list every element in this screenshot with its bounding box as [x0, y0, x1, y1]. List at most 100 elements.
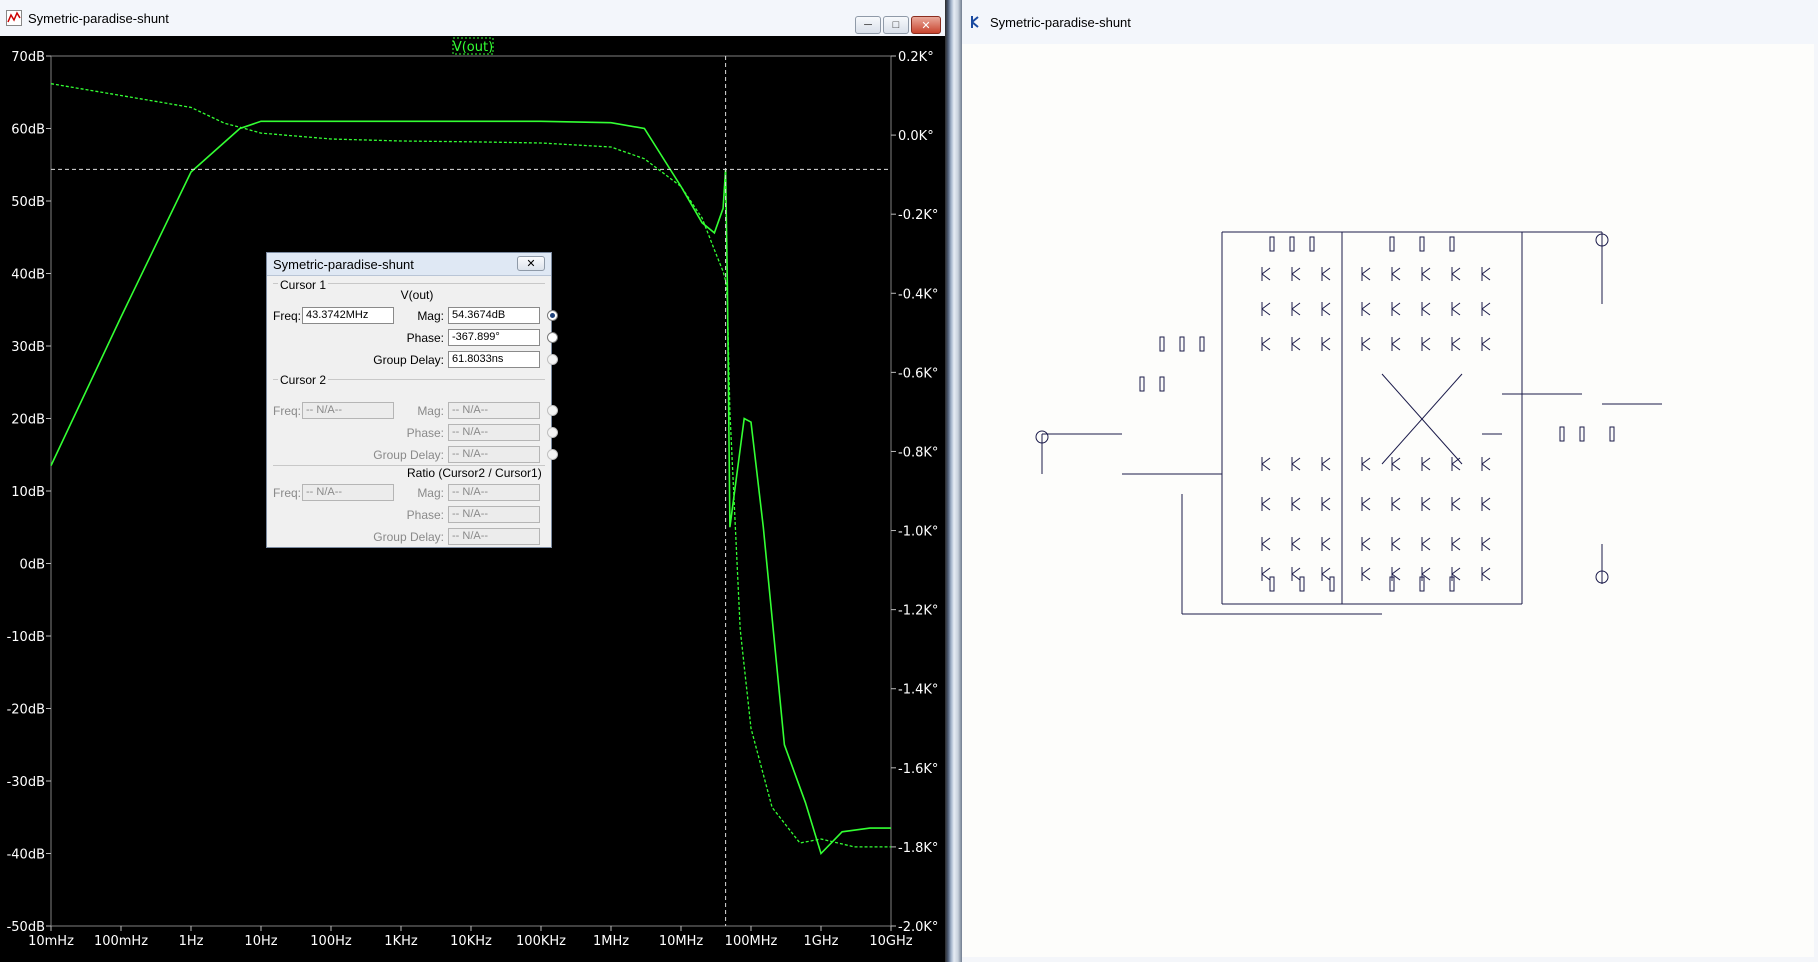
transistor-symbol — [1291, 302, 1301, 316]
resistor-symbol — [1449, 236, 1455, 252]
cursor2-phase-radio[interactable] — [547, 427, 558, 438]
transistor-symbol — [1291, 267, 1301, 281]
ratio-freq-label: Freq: — [273, 486, 302, 500]
cursor-dialog[interactable]: Symetric-paradise-shunt ✕ Cursor 1 V(out… — [266, 252, 558, 548]
left-axis-label: 40dB — [11, 268, 45, 283]
ratio-phase-label: Phase: — [406, 508, 444, 522]
maximize-button[interactable]: □ — [883, 16, 909, 34]
cursor1-phase-radio[interactable] — [547, 332, 558, 343]
cursor1-gd-field[interactable]: 61.8033ns — [448, 351, 540, 368]
cursor1-heading: Cursor 1 — [278, 278, 329, 292]
transistor-symbol — [1391, 337, 1401, 351]
ratio-mag-field[interactable]: -- N/A-- — [448, 484, 540, 501]
cursor1-phase-field[interactable]: -367.899° — [448, 329, 540, 346]
cursor1-gd-radio[interactable] — [547, 354, 558, 365]
left-axis-label: -30dB — [7, 775, 45, 790]
cursor2-freq-field[interactable]: -- N/A-- — [302, 402, 394, 419]
resistor-symbol — [1389, 576, 1395, 592]
ratio-phase-field[interactable]: -- N/A-- — [448, 506, 540, 523]
right-axis-label: -1.8K° — [898, 841, 938, 856]
transistor-symbol — [1421, 567, 1431, 581]
close-button[interactable]: ✕ — [911, 16, 941, 34]
transistor-symbol — [1321, 337, 1331, 351]
left-axis-label: 30dB — [11, 340, 45, 355]
transistor-symbol — [1421, 267, 1431, 281]
x-axis-label: 1MHz — [593, 934, 629, 949]
transistor-symbol — [1421, 537, 1431, 551]
cursor1-mag-radio[interactable] — [547, 310, 558, 321]
right-axis-label: -0.4K° — [898, 287, 938, 302]
left-axis-label: 10dB — [11, 485, 45, 500]
transistor-symbol — [1391, 267, 1401, 281]
x-axis-label: 10KHz — [450, 934, 492, 949]
cursor2-gd-radio[interactable] — [547, 449, 558, 460]
x-axis-label: 100MHz — [725, 934, 778, 949]
left-axis-label: -20dB — [7, 703, 45, 718]
x-axis-label: 100mHz — [94, 934, 148, 949]
cursor-dialog-close-button[interactable]: ✕ — [517, 256, 545, 271]
x-axis-label: 100KHz — [516, 934, 566, 949]
transistor-symbol — [1261, 537, 1271, 551]
cursor1-freq-label: Freq: — [273, 309, 302, 323]
waveform-titlebar[interactable]: Symetric-paradise-shunt ─ □ ✕ — [0, 0, 945, 36]
bode-plot[interactable]: 70dB60dB50dB40dB30dB20dB10dB0dB-10dB-20d… — [0, 36, 945, 962]
resistor-symbol — [1419, 236, 1425, 252]
right-axis-label: -2.0K° — [898, 920, 938, 935]
transistor-symbol — [1481, 302, 1491, 316]
right-axis-label: 0.0K° — [898, 129, 934, 144]
cursor1-phase-label: Phase: — [406, 331, 444, 345]
left-axis-label: -10dB — [7, 630, 45, 645]
schematic-titlebar[interactable]: Symetric-paradise-shunt — [962, 0, 1818, 44]
left-axis-label: 0dB — [20, 558, 45, 573]
schematic-window-title: Symetric-paradise-shunt — [990, 14, 1131, 30]
transistor-symbol — [1261, 497, 1271, 511]
transistor-symbol — [1451, 267, 1461, 281]
window-splitter[interactable] — [945, 0, 962, 962]
x-axis-label: 1GHz — [804, 934, 839, 949]
transistor-symbol — [1361, 567, 1371, 581]
cursor1-mag-field[interactable]: 54.3674dB — [448, 307, 540, 324]
transistor-symbol — [1451, 497, 1461, 511]
schematic-canvas[interactable] — [962, 44, 1814, 957]
schematic-app-icon — [971, 16, 979, 28]
transistor-symbol — [1291, 457, 1301, 471]
transistor-symbol — [1451, 302, 1461, 316]
voltage-source-symbol — [1595, 233, 1609, 247]
resistor-symbol — [1449, 576, 1455, 592]
resistor-symbol — [1269, 576, 1275, 592]
right-axis-label: -1.2K° — [898, 604, 938, 619]
cursor-dialog-title: Symetric-paradise-shunt — [273, 256, 414, 272]
transistor-symbol — [1481, 567, 1491, 581]
resistor-symbol — [1609, 426, 1615, 442]
transistor-symbol — [1481, 537, 1491, 551]
transistor-symbol — [1261, 302, 1271, 316]
transistor-symbol — [1261, 567, 1271, 581]
resistor-symbol — [1159, 376, 1165, 392]
right-axis-label: -1.6K° — [898, 762, 938, 777]
x-axis-label: 10Hz — [244, 934, 277, 949]
cursor2-phase-field[interactable]: -- N/A-- — [448, 424, 540, 441]
cursor2-mag-field[interactable]: -- N/A-- — [448, 402, 540, 419]
ratio-freq-field[interactable]: -- N/A-- — [302, 484, 394, 501]
left-axis-label: -40dB — [7, 848, 45, 863]
minimize-button[interactable]: ─ — [855, 16, 881, 34]
transistor-symbol — [1451, 567, 1461, 581]
cursor2-phase-label: Phase: — [406, 426, 444, 440]
cursor1-mag-label: Mag: — [417, 309, 444, 323]
transistor-symbol — [1321, 567, 1331, 581]
cursor2-gd-field[interactable]: -- N/A-- — [448, 446, 540, 463]
voltage-source-symbol — [1035, 430, 1049, 444]
transistor-symbol — [1321, 537, 1331, 551]
cursor2-heading: Cursor 2 — [278, 373, 329, 387]
ratio-gd-field[interactable]: -- N/A-- — [448, 528, 540, 545]
schematic-wire — [1381, 373, 1463, 465]
circuit-schematic[interactable] — [962, 44, 1814, 957]
cursor2-mag-radio[interactable] — [547, 405, 558, 416]
cursor-dialog-titlebar[interactable]: Symetric-paradise-shunt — [267, 253, 551, 276]
resistor-symbol — [1179, 336, 1185, 352]
right-axis-label: -1.4K° — [898, 683, 938, 698]
right-axis-label: -0.2K° — [898, 208, 938, 223]
trace-label: V(out) — [453, 40, 493, 55]
cursor1-freq-field[interactable]: 43.3742MHz — [302, 307, 394, 324]
ratio-heading: Ratio (Cursor2 / Cursor1) — [407, 466, 542, 480]
